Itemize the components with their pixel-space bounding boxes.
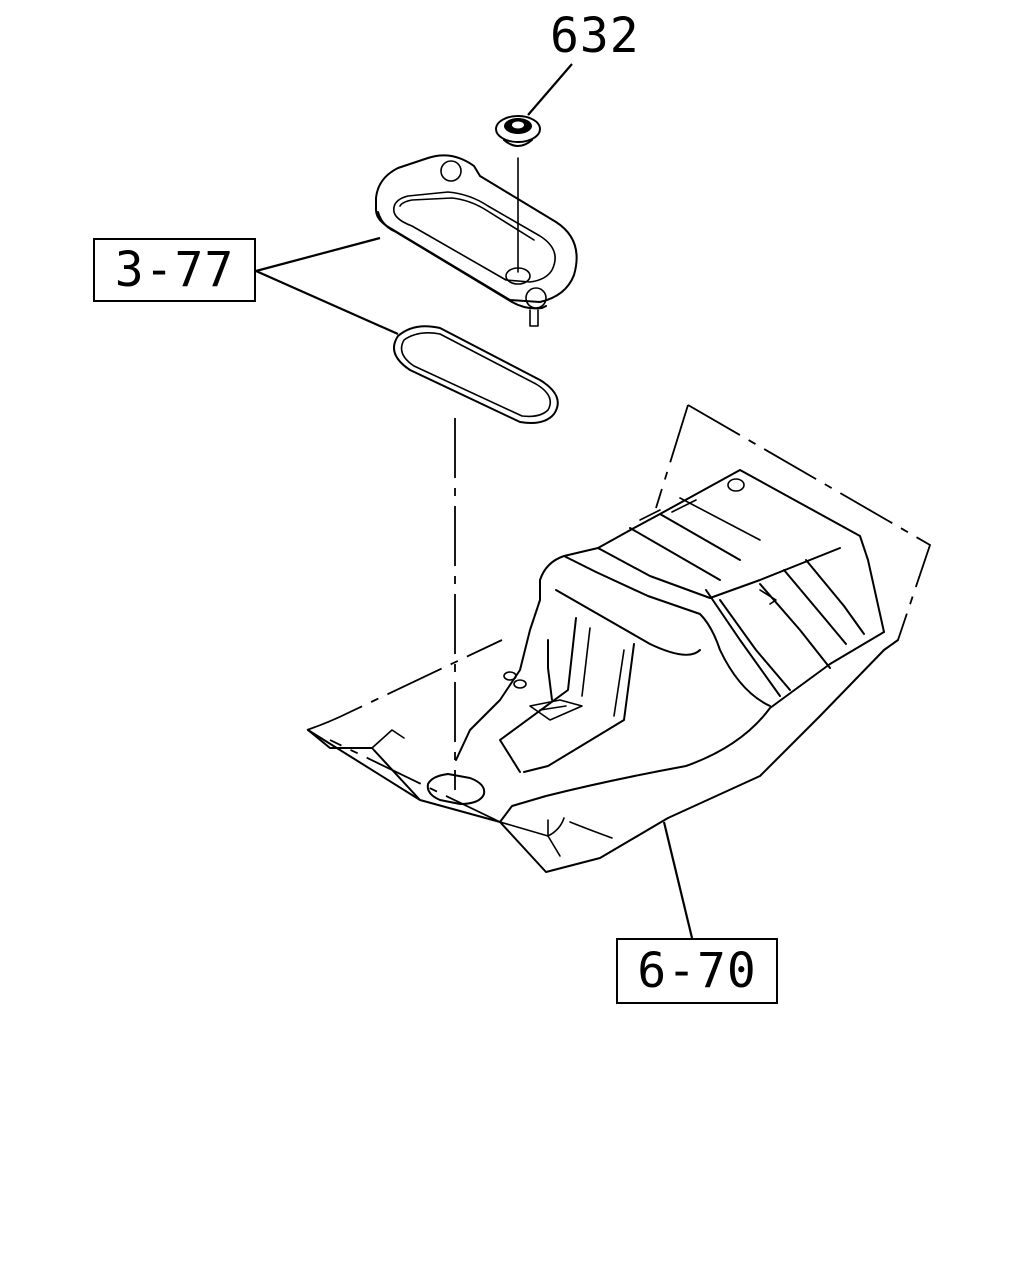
access-cover-plate: [375, 154, 578, 327]
leader-6-70: [662, 821, 694, 939]
callout-632: 632: [550, 8, 640, 64]
callout-3-77[interactable]: 3-77: [93, 238, 256, 302]
grommet-part-632: [495, 115, 541, 147]
leader-632: [527, 63, 573, 116]
gasket-seal: [393, 325, 559, 424]
callout-6-70[interactable]: 6-70: [616, 938, 778, 1004]
leader-3-77-gasket: [255, 269, 399, 336]
leader-3-77-cover: [255, 236, 381, 273]
floor-panel-part: [306, 404, 932, 873]
